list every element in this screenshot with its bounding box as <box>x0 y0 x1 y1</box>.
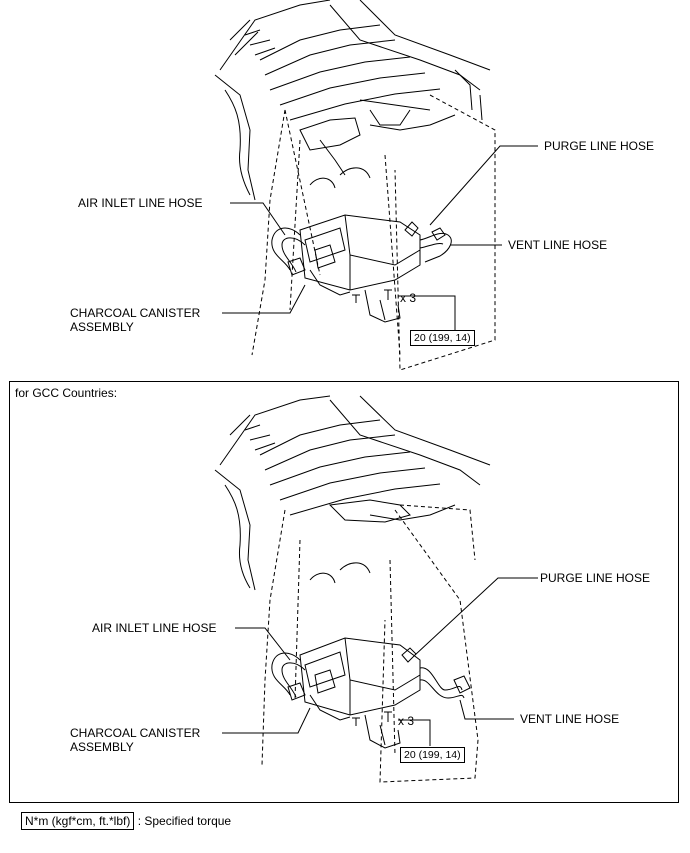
top-diagram-illustration <box>214 0 538 371</box>
bolt <box>384 289 392 300</box>
assembly-label: ASSEMBLY <box>70 320 134 334</box>
torque-unit-box: N*m (kgf*cm, ft.*lbf) <box>21 812 135 830</box>
air-inlet-hose <box>271 227 306 273</box>
gcc-charcoal-canister-label: CHARCOAL CANISTER <box>70 726 201 740</box>
torque-spec: 20 (199, 14) <box>410 330 475 346</box>
gcc-air-inlet-line-hose-label: AIR INLET LINE HOSE <box>92 621 217 635</box>
purge-leader <box>429 145 538 226</box>
vent-hose <box>419 232 452 263</box>
air-inlet-leader <box>230 202 286 236</box>
canister-leader <box>222 284 306 314</box>
air-inlet-line-hose-label: AIR INLET LINE HOSE <box>78 196 203 210</box>
underbody-outline <box>214 0 331 201</box>
gcc-section-frame <box>9 381 679 803</box>
dashed-guide <box>251 94 496 371</box>
gcc-vent-line-hose-label: VENT LINE HOSE <box>520 712 620 726</box>
canister-body <box>299 214 421 291</box>
gcc-heading: for GCC Countries: <box>15 386 118 400</box>
vent-line-hose-label: VENT LINE HOSE <box>508 238 608 252</box>
purge-line-hose-label: PURGE LINE HOSE <box>544 139 655 153</box>
bolt-quantity: x 3 <box>400 291 417 305</box>
gcc-assembly-label: ASSEMBLY <box>70 740 134 754</box>
gcc-torque-spec: 20 (199, 14) <box>400 747 465 763</box>
torque-legend-text: : Specified torque <box>137 814 232 828</box>
charcoal-canister-label: CHARCOAL CANISTER <box>70 306 201 320</box>
torque-leader <box>398 295 456 331</box>
gcc-purge-line-hose-label: PURGE LINE HOSE <box>540 571 651 585</box>
torque-legend: N*m (kgf*cm, ft.*lbf) : Specified torque <box>21 812 231 830</box>
gcc-bolt-quantity: x 3 <box>398 714 415 728</box>
purge-hose <box>404 221 419 237</box>
